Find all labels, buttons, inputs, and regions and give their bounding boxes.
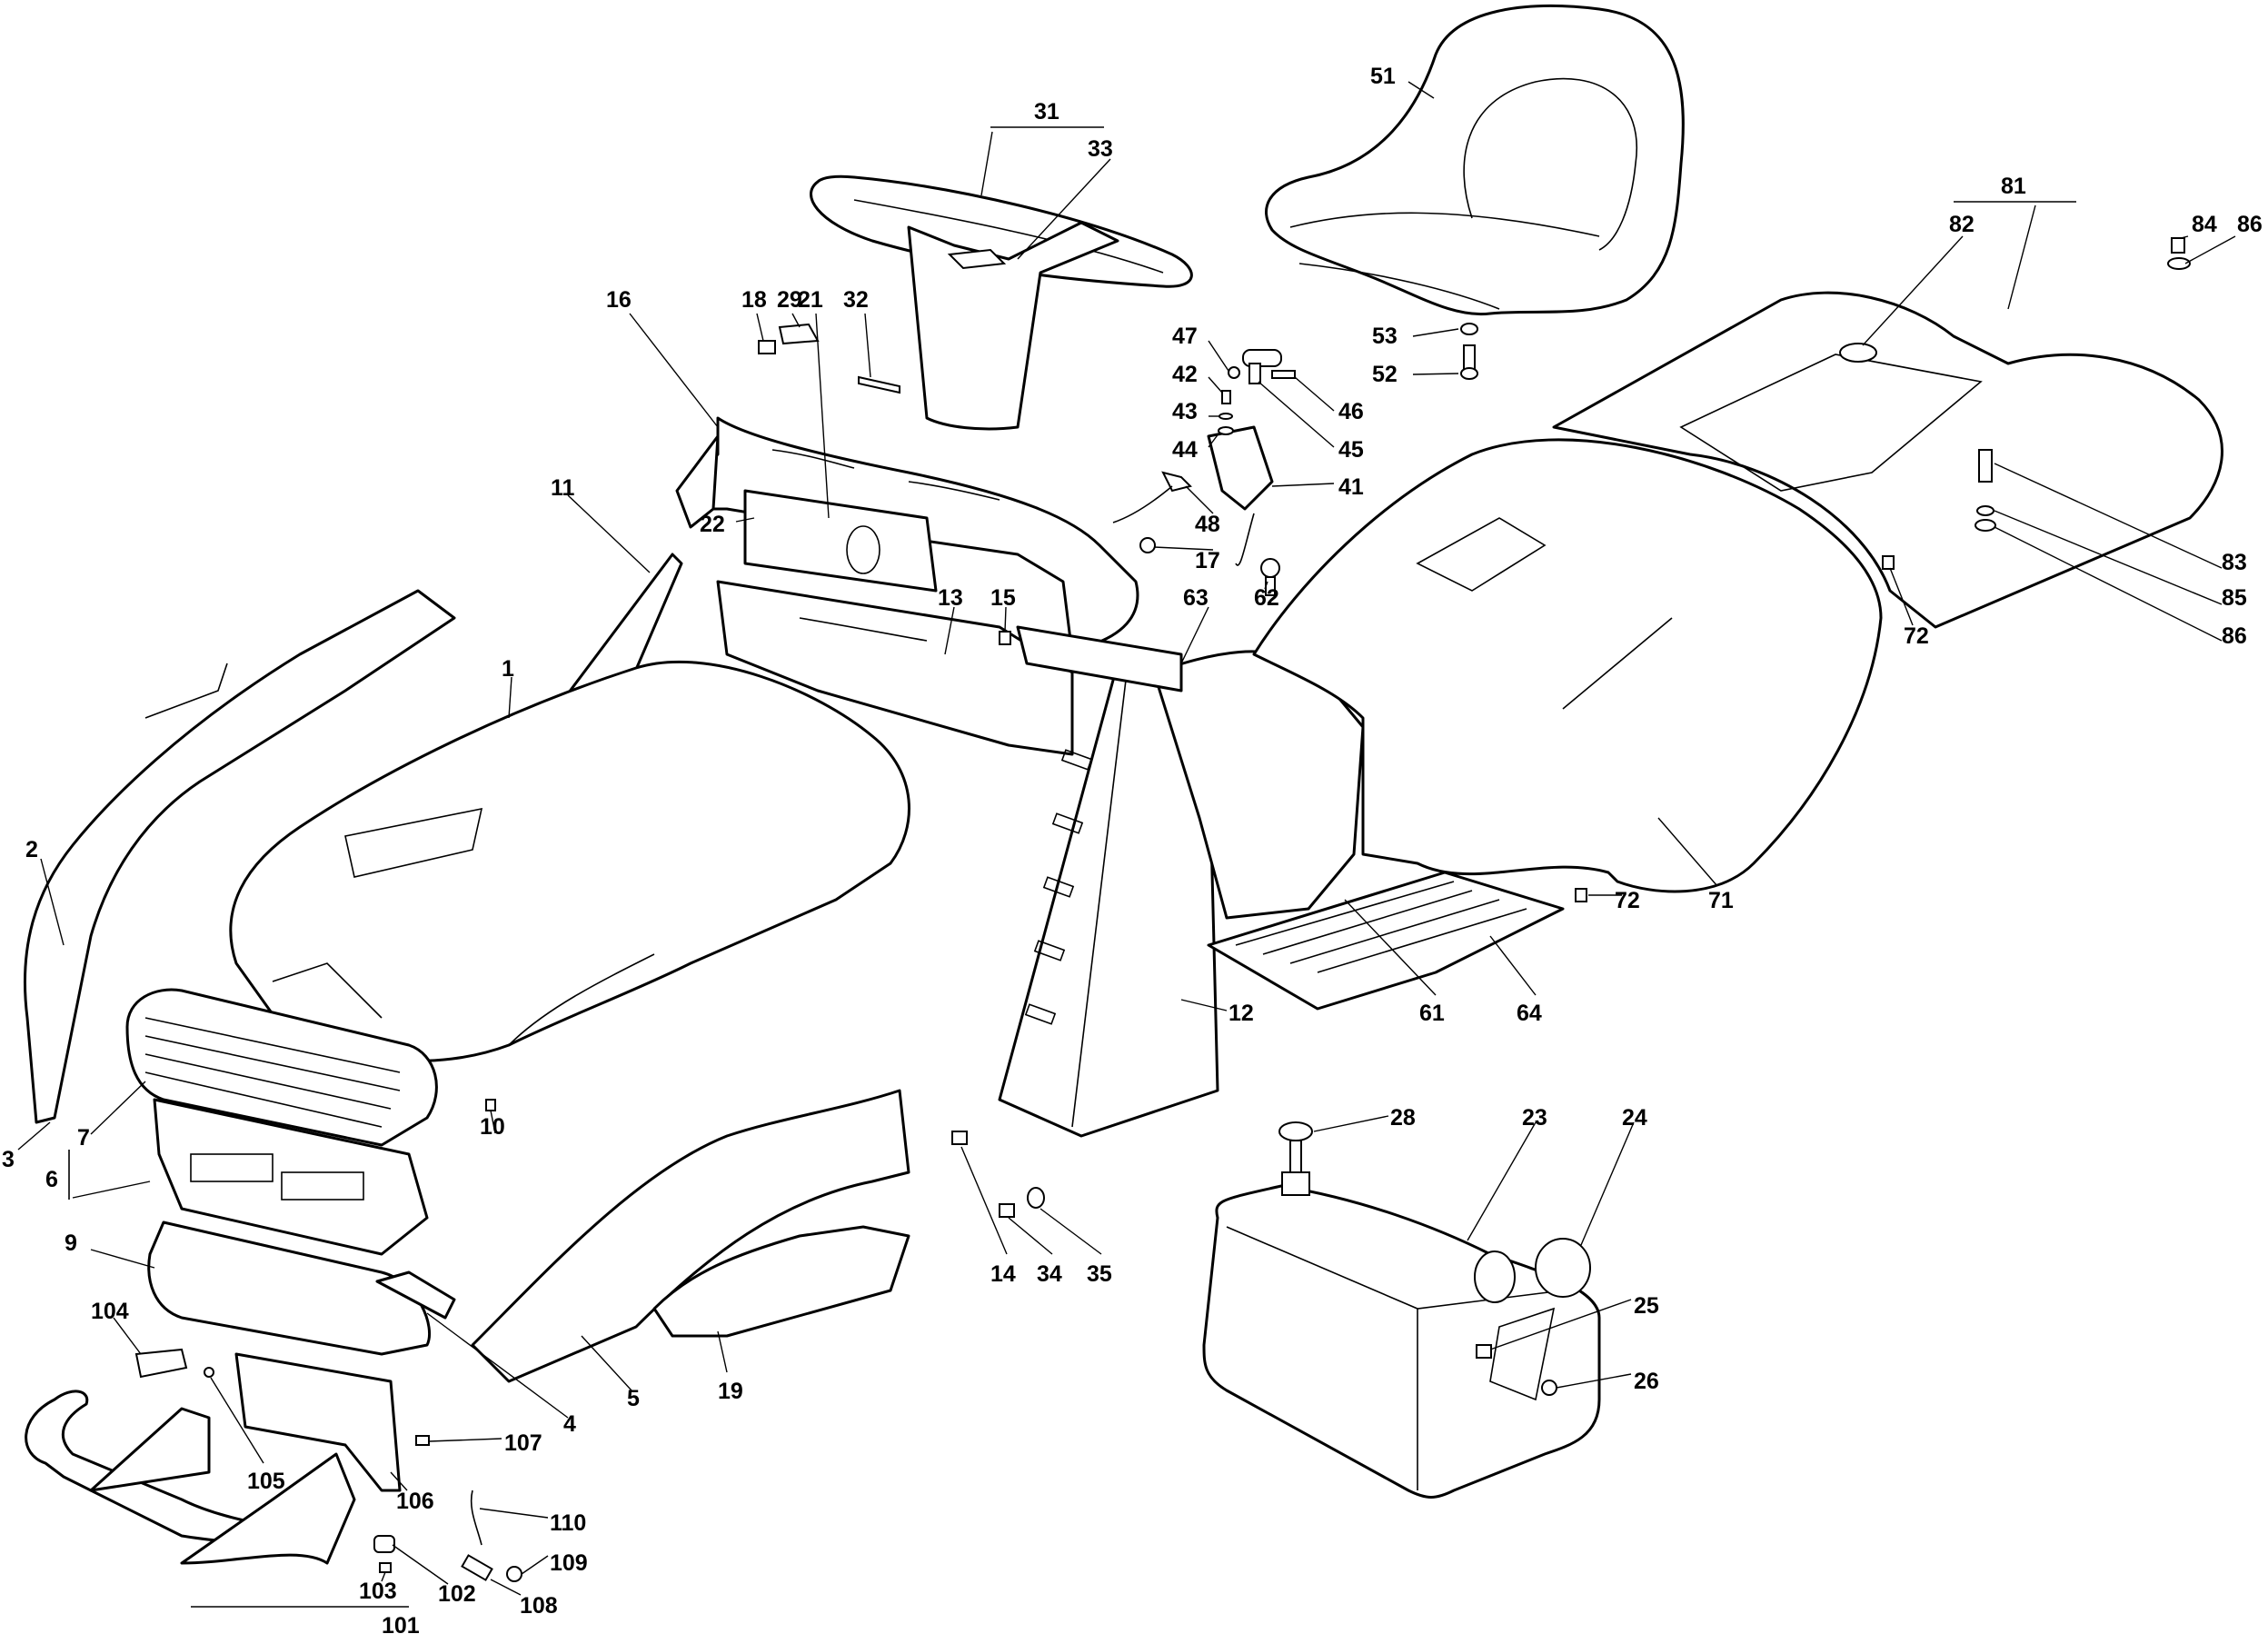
callout-35: 35 — [1087, 1261, 1112, 1287]
callout-64: 64 — [1517, 1001, 1542, 1026]
callout-83: 83 — [2222, 550, 2247, 575]
callout-17: 17 — [1195, 548, 1220, 573]
callout-10: 10 — [480, 1114, 505, 1140]
callout-86-top: 86 — [2237, 212, 2263, 237]
callout-21: 21 — [798, 287, 823, 313]
callout-109: 109 — [550, 1550, 588, 1576]
callout-22: 22 — [700, 512, 725, 537]
parts-layer — [24, 5, 2223, 1582]
callout-63: 63 — [1183, 585, 1209, 611]
foot-mats — [1016, 625, 1565, 1011]
seat — [1265, 5, 1685, 316]
callout-107: 107 — [504, 1430, 542, 1456]
callout-5: 5 — [627, 1386, 640, 1411]
instrument-cover — [743, 489, 938, 593]
rear-cover — [1552, 291, 2223, 629]
callout-61: 61 — [1419, 1001, 1445, 1026]
callout-24: 24 — [1622, 1105, 1647, 1131]
callout-15: 15 — [990, 585, 1016, 611]
callout-47: 47 — [1172, 324, 1198, 349]
callout-85: 85 — [2222, 585, 2247, 611]
console-hardware — [951, 1131, 1045, 1218]
lower-duct — [652, 1225, 910, 1338]
callout-11: 11 — [551, 475, 575, 501]
callout-72-upper: 72 — [1904, 623, 1929, 649]
callout-14: 14 — [990, 1261, 1016, 1287]
callout-51: 51 — [1370, 64, 1396, 89]
callout-7: 7 — [77, 1125, 90, 1151]
callout-42: 42 — [1172, 362, 1198, 387]
dashboard-knobs — [758, 323, 900, 394]
seat-hardware — [1460, 323, 1478, 380]
callout-103: 103 — [359, 1579, 397, 1604]
callout-44: 44 — [1172, 437, 1198, 463]
callout-3: 3 — [2, 1147, 15, 1172]
callout-13: 13 — [938, 585, 963, 611]
bonnet — [229, 660, 910, 1062]
callout-26: 26 — [1634, 1369, 1659, 1394]
callout-110: 110 — [550, 1510, 586, 1536]
callout-16: 16 — [606, 287, 632, 313]
callout-29: 29 — [777, 287, 802, 313]
callout-12: 12 — [1228, 1001, 1254, 1026]
callout-9: 9 — [65, 1231, 77, 1256]
callout-82: 82 — [1949, 212, 1975, 237]
callout-53: 53 — [1372, 324, 1398, 349]
right-side-panel — [375, 1089, 910, 1383]
callout-43: 43 — [1172, 399, 1198, 424]
callout-2: 2 — [25, 837, 38, 862]
side-console-panel — [998, 662, 1219, 1138]
callout-25: 25 — [1634, 1293, 1659, 1319]
callout-18: 18 — [741, 287, 767, 313]
fuel-tank — [1202, 1121, 1601, 1499]
callout-101: 101 — [382, 1613, 420, 1639]
front-bumper — [25, 1390, 356, 1565]
callout-4: 4 — [563, 1411, 576, 1437]
callout-32: 32 — [843, 287, 869, 313]
callout-71: 71 — [1708, 888, 1734, 913]
callout-19: 19 — [718, 1379, 743, 1404]
seat-adjust-lever — [1207, 349, 1296, 566]
leader-lines — [17, 81, 2236, 1608]
callout-84: 84 — [2192, 212, 2217, 237]
front-grille — [125, 988, 438, 1256]
callout-6: 6 — [45, 1167, 58, 1192]
callout-28: 28 — [1390, 1105, 1416, 1131]
callout-46: 46 — [1338, 399, 1364, 424]
callout-104: 104 — [91, 1299, 129, 1324]
callout-33: 33 — [1088, 136, 1113, 162]
steering-wheel — [810, 174, 1193, 431]
rear-fender — [1252, 438, 1883, 893]
callout-48: 48 — [1195, 512, 1220, 537]
callout-108: 108 — [520, 1593, 558, 1619]
callout-81: 81 — [2001, 174, 2026, 199]
callout-45: 45 — [1338, 437, 1364, 463]
callout-62: 62 — [1254, 585, 1279, 611]
callout-labels: 31 33 51 81 82 84 86 16 18 29 21 32 47 4… — [2, 64, 2263, 1639]
callout-1: 1 — [502, 656, 514, 682]
callout-105: 105 — [247, 1469, 285, 1494]
callout-23: 23 — [1522, 1105, 1547, 1131]
callout-31: 31 — [1034, 99, 1059, 125]
callout-72-lower: 72 — [1615, 888, 1640, 913]
dashboard-lower-panel — [716, 580, 1074, 756]
callout-106: 106 — [396, 1489, 434, 1514]
callout-41: 41 — [1338, 474, 1364, 500]
bumper-mount — [134, 1348, 522, 1582]
callout-52: 52 — [1372, 362, 1398, 387]
rear-cover-hardware — [1575, 237, 2191, 902]
callout-86-bottom: 86 — [2222, 623, 2247, 649]
callout-102: 102 — [438, 1581, 476, 1607]
callout-34: 34 — [1037, 1261, 1062, 1287]
left-side-panel — [24, 589, 456, 1124]
